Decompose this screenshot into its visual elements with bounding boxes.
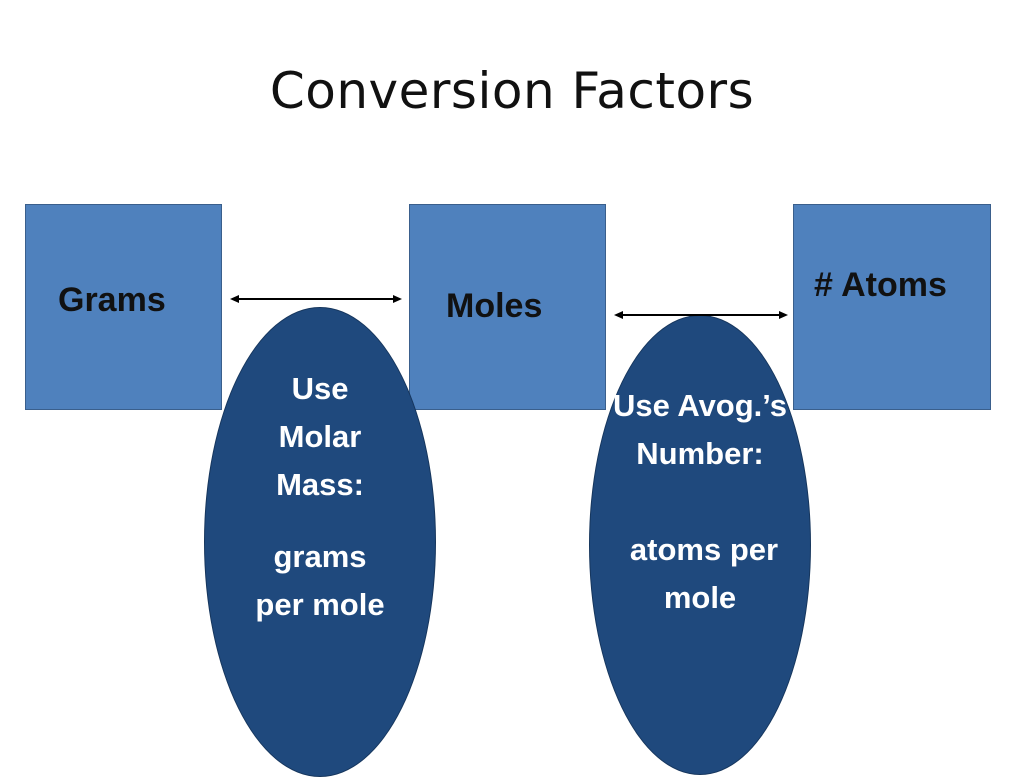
slide-title: Conversion Factors <box>269 62 755 120</box>
moles-box <box>409 204 606 410</box>
grams-label: Grams <box>58 281 166 319</box>
avogadro-text-atoms-per: atoms per <box>629 532 779 567</box>
avogadro-text-mole: mole <box>663 580 737 615</box>
double-headed-arrow-icon <box>230 295 402 303</box>
molar-mass-text-molar: Molar <box>278 419 362 454</box>
molar-mass-text-mass: Mass: <box>276 467 364 502</box>
atoms-box <box>793 204 991 410</box>
double-headed-arrow-icon <box>614 311 788 319</box>
grams-box <box>25 204 222 410</box>
moles-label: Moles <box>446 287 543 325</box>
atoms-label: # Atoms <box>814 266 947 304</box>
avogadro-text-use: Use Avog.’s <box>613 388 787 423</box>
molar-mass-text-per-mole: per mole <box>255 587 385 622</box>
molar-mass-text-use: Use <box>291 371 349 406</box>
molar-mass-text-grams: grams <box>273 539 367 574</box>
avogadro-text-number: Number: <box>636 436 764 471</box>
avogadro-oval <box>589 315 811 775</box>
